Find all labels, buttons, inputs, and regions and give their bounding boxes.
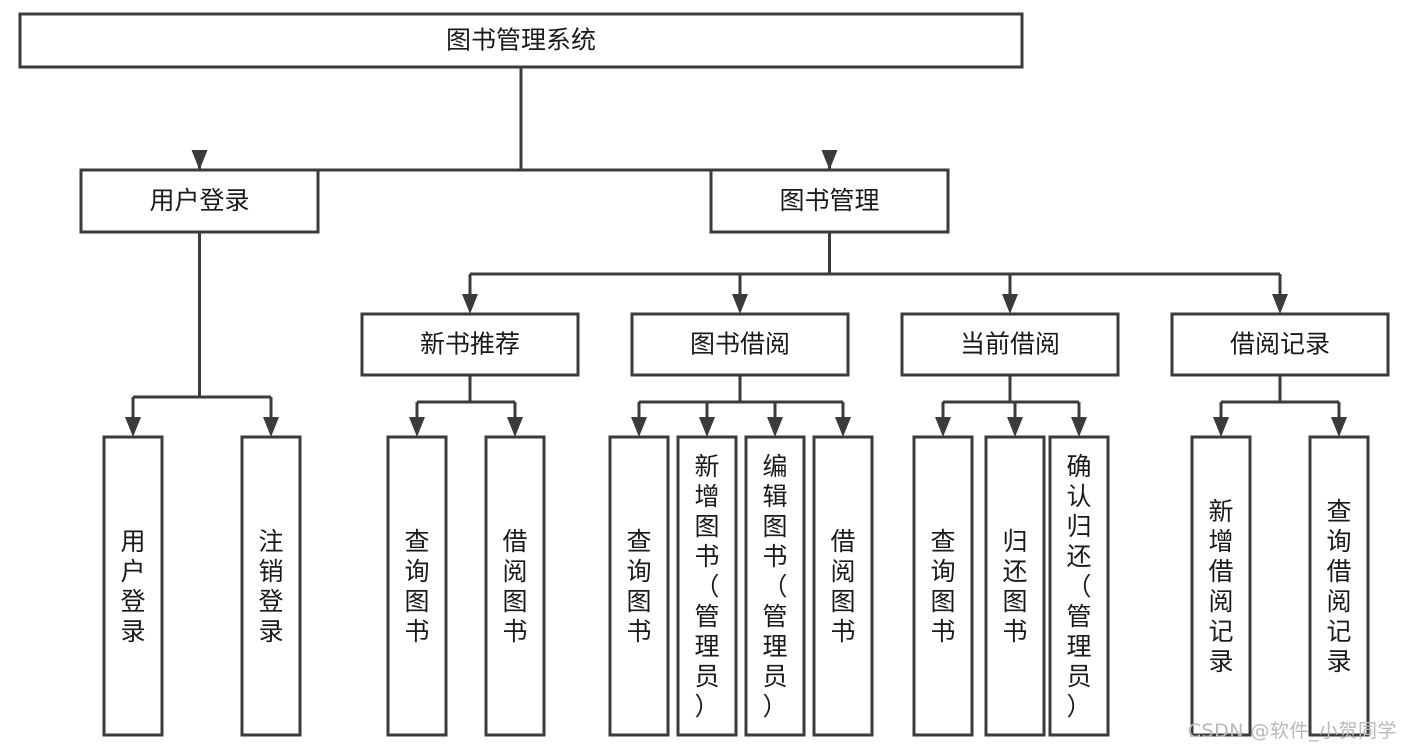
node-box [1048, 435, 1110, 737]
node-label: 借阅图书 [830, 527, 855, 646]
node-label: 确认归还（管理员） [1066, 452, 1091, 721]
node-box [676, 435, 738, 737]
node-label: 用户登录 [120, 527, 145, 646]
node-label: 图书借阅 [690, 330, 790, 359]
arrow-head-icon [699, 417, 715, 437]
node-box [984, 435, 1046, 737]
node-label: 查询图书 [930, 527, 955, 646]
node-box [79, 168, 320, 234]
node-label: 查询图书 [404, 527, 429, 646]
node-box [484, 435, 546, 737]
node-box [102, 435, 164, 737]
node-query-book-2[interactable]: 查询图书 [608, 435, 670, 737]
arrow-head-icon [125, 417, 141, 437]
edges-layer [125, 67, 1347, 437]
node-label: 编辑图书（管理员） [762, 452, 787, 721]
node-label: 图书管理系统 [446, 26, 596, 55]
node-query-borrow-record[interactable]: 查询借阅记录 [1308, 435, 1370, 737]
node-box [360, 312, 580, 377]
csdn-watermark: CSDN @软件_小贺同学 [1187, 720, 1397, 742]
node-borrow-book-2[interactable]: 借阅图书 [812, 435, 874, 737]
arrow-head-icon [462, 294, 478, 314]
arrow-head-icon [732, 294, 748, 314]
node-new-book-recommend[interactable]: 新书推荐 [360, 312, 580, 377]
node-box [240, 435, 302, 737]
node-label: 新增借阅记录 [1208, 497, 1233, 676]
node-edit-book-admin[interactable]: 编辑图书（管理员） [744, 435, 806, 737]
node-user-logout[interactable]: 注销登录 [240, 435, 302, 737]
arrow-head-icon [507, 417, 523, 437]
arrow-head-icon [835, 417, 851, 437]
arrow-head-icon [631, 417, 647, 437]
arrow-head-icon [767, 417, 783, 437]
arrow-head-icon [1007, 417, 1023, 437]
node-box [386, 435, 448, 737]
arrow-head-icon [821, 150, 838, 170]
node-box [630, 312, 850, 377]
node-box [709, 168, 950, 234]
node-label: 当前借阅 [960, 330, 1060, 359]
node-label: 注销登录 [258, 527, 283, 646]
arrow-head-icon [1002, 294, 1018, 314]
node-box [912, 435, 974, 737]
node-box [1170, 312, 1390, 377]
arrow-head-icon [1071, 417, 1087, 437]
node-add-book-admin[interactable]: 新增图书（管理员） [676, 435, 738, 737]
node-confirm-return-admin[interactable]: 确认归还（管理员） [1048, 435, 1110, 737]
node-add-borrow-record[interactable]: 新增借阅记录 [1190, 435, 1252, 737]
node-book-borrow[interactable]: 图书借阅 [630, 312, 850, 377]
arrow-head-icon [409, 417, 425, 437]
node-label: 借阅图书 [502, 527, 527, 646]
node-current-borrow[interactable]: 当前借阅 [900, 312, 1120, 377]
node-box [1190, 435, 1252, 737]
node-book-manage[interactable]: 图书管理 [709, 168, 950, 234]
node-label: 新增图书（管理员） [694, 452, 719, 721]
node-borrow-book-1[interactable]: 借阅图书 [484, 435, 546, 737]
node-query-book-1[interactable]: 查询图书 [386, 435, 448, 737]
arrow-head-icon [1331, 417, 1347, 437]
node-label: 查询图书 [626, 527, 651, 646]
node-label: 图书管理 [779, 186, 879, 215]
arrow-head-icon [191, 150, 208, 170]
arrow-head-icon [1272, 294, 1288, 314]
node-box [608, 435, 670, 737]
node-box [18, 12, 1024, 69]
node-borrow-record[interactable]: 借阅记录 [1170, 312, 1390, 377]
node-label: 新书推荐 [420, 330, 520, 359]
node-box [744, 435, 806, 737]
node-box [900, 312, 1120, 377]
node-box [812, 435, 874, 737]
arrow-head-icon [1213, 417, 1229, 437]
node-label: 借阅记录 [1230, 330, 1330, 359]
node-label: 归还图书 [1002, 527, 1027, 646]
node-user-login-do[interactable]: 用户登录 [102, 435, 164, 737]
node-user-login[interactable]: 用户登录 [79, 168, 320, 234]
node-label: 查询借阅记录 [1326, 497, 1351, 676]
arrow-head-icon [263, 417, 279, 437]
node-root[interactable]: 图书管理系统 [18, 12, 1024, 69]
nodes-layer: 图书管理系统用户登录用户登录注销登录图书管理新书推荐查询图书借阅图书图书借阅查询… [18, 12, 1390, 737]
arrow-head-icon [935, 417, 951, 437]
node-box [1308, 435, 1370, 737]
node-return-book[interactable]: 归还图书 [984, 435, 1046, 737]
node-query-book-3[interactable]: 查询图书 [912, 435, 974, 737]
node-label: 用户登录 [149, 186, 249, 215]
